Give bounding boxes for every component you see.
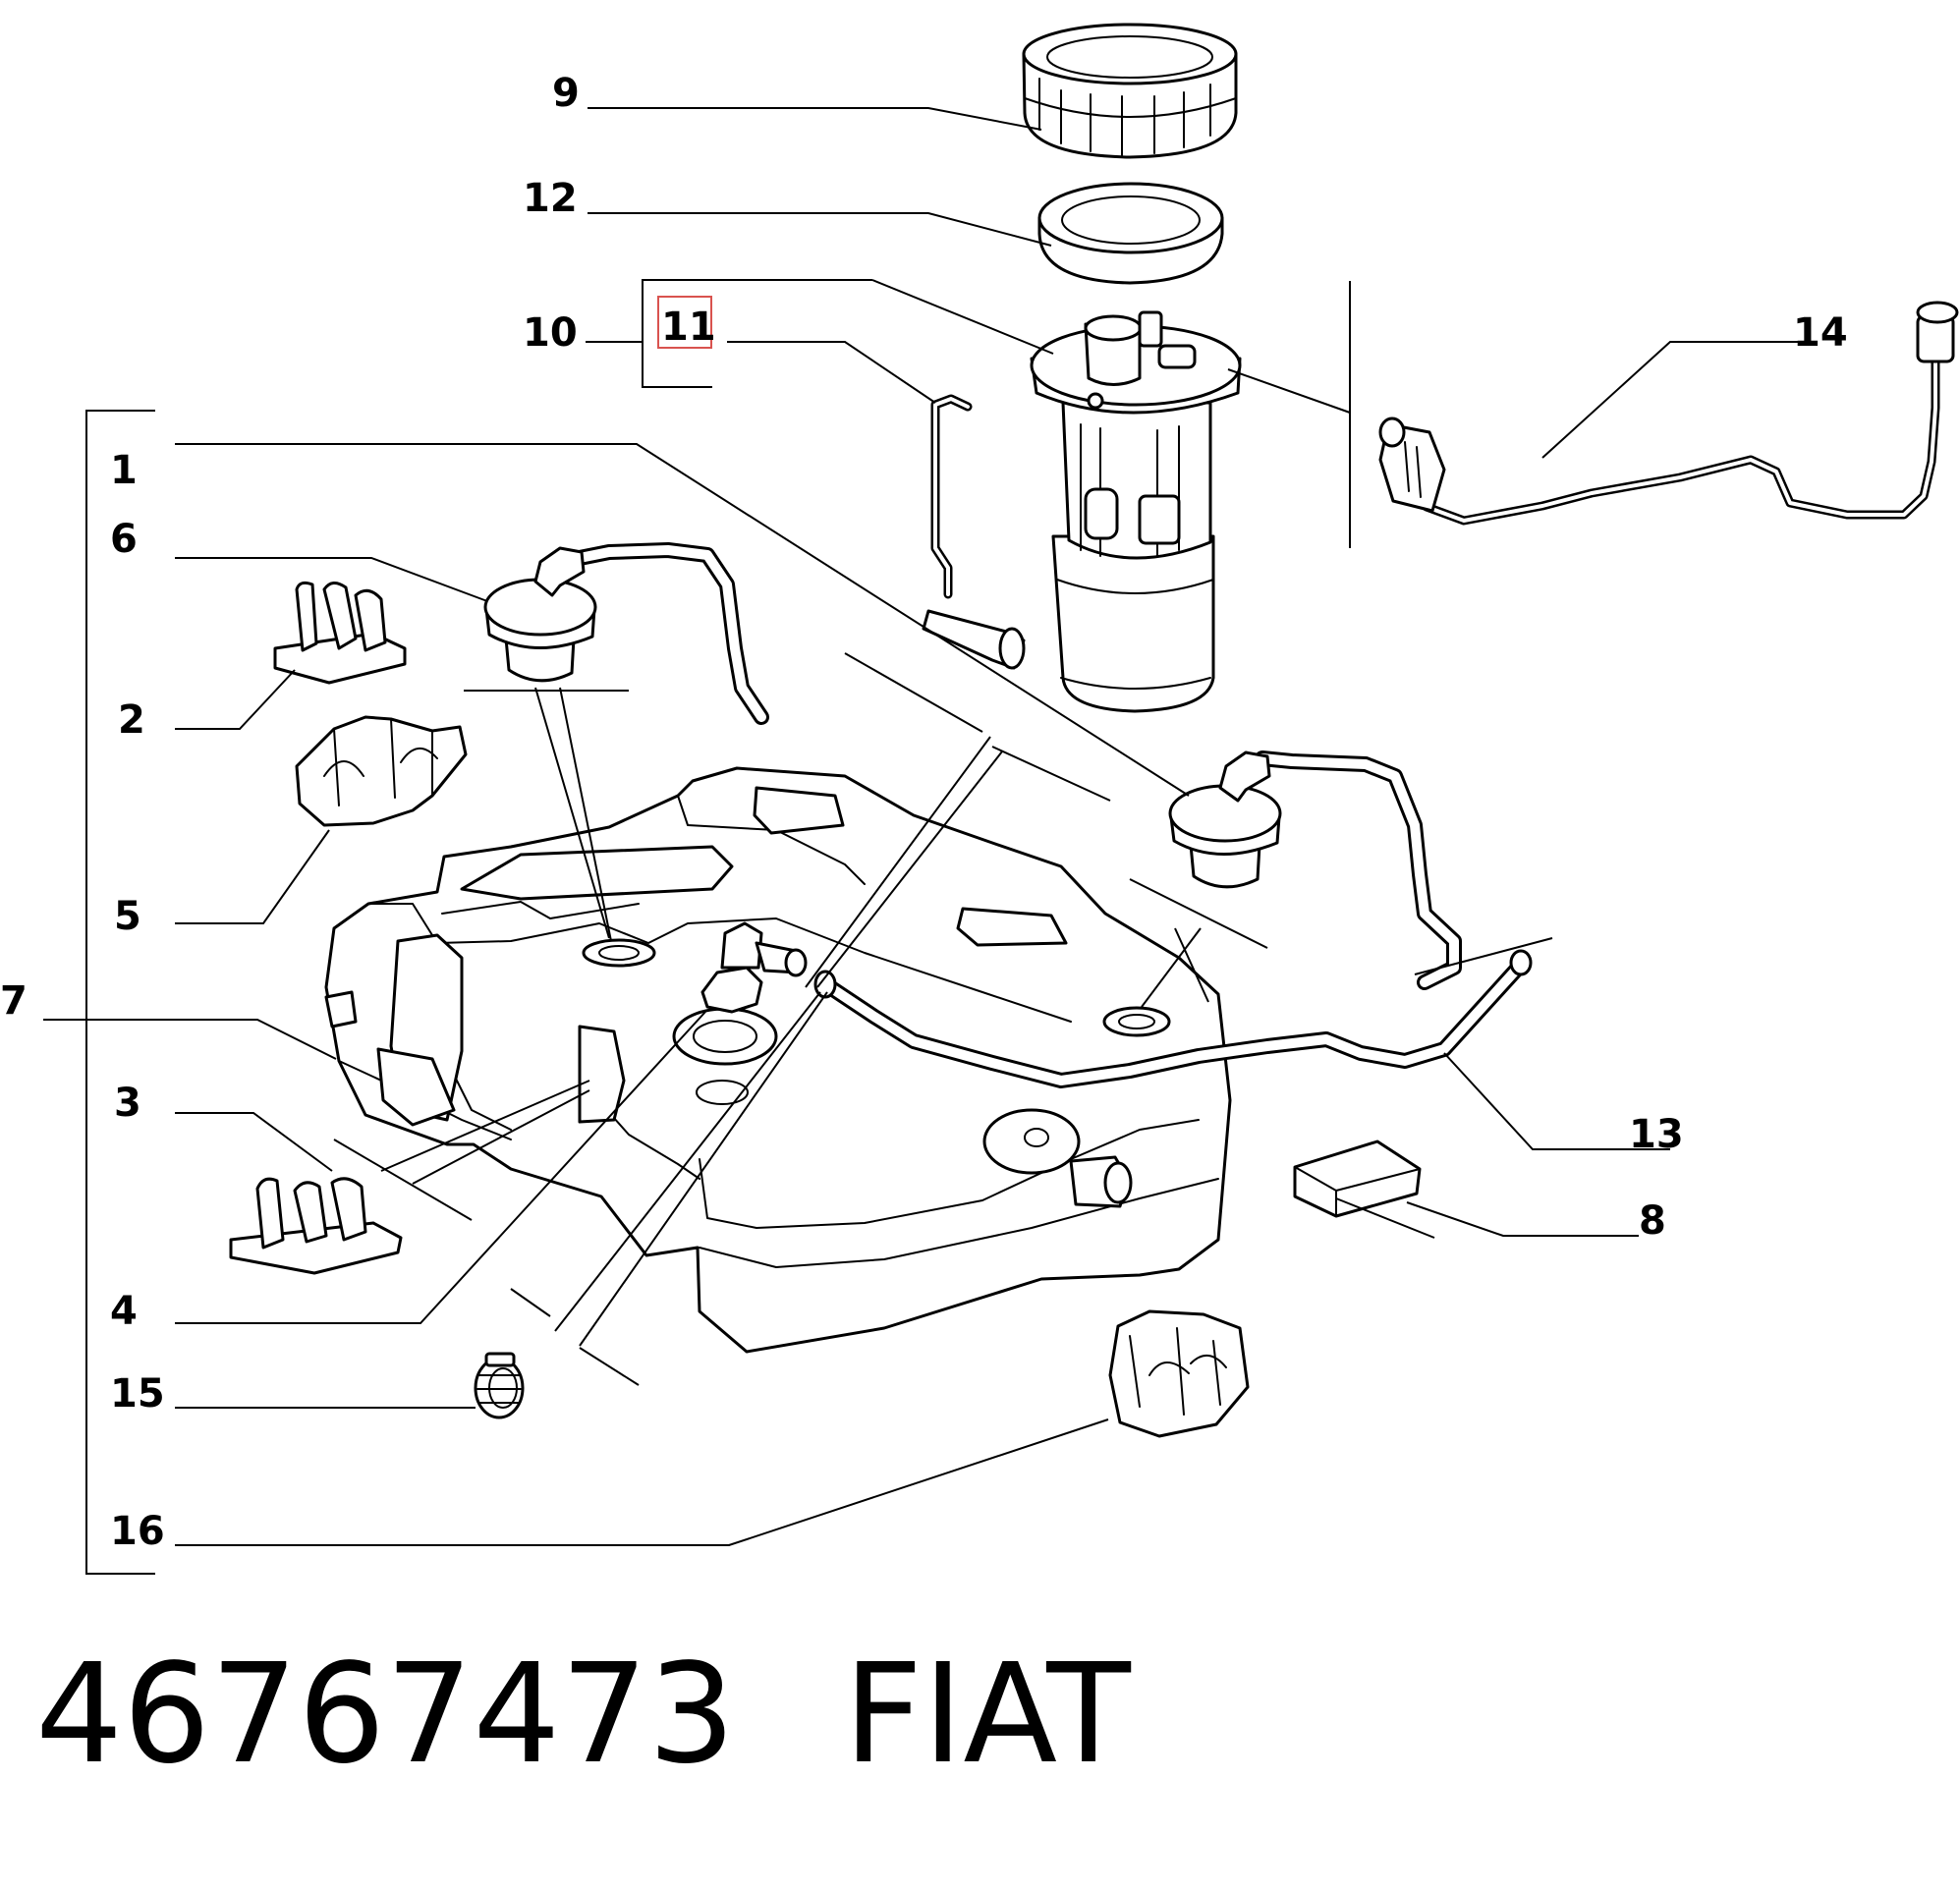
guide-ticks xyxy=(333,652,1553,1386)
part-14-wiring-harness xyxy=(1378,301,1959,526)
part-5-double-clip xyxy=(295,715,468,827)
leader-tank-a xyxy=(534,687,610,939)
leader-1 xyxy=(175,443,1190,797)
part-number: 46767473 xyxy=(35,1635,736,1795)
callout-11-highlight xyxy=(657,296,712,349)
leader-7 xyxy=(43,1019,337,1060)
part-15-hose-clamp xyxy=(474,1352,525,1419)
part-6-rollover-valve xyxy=(483,542,769,725)
callout-8: 8 xyxy=(1639,1198,1666,1244)
leader-14 xyxy=(1541,341,1808,459)
callout-16: 16 xyxy=(110,1509,165,1554)
leader-tank-d xyxy=(1141,927,1202,1008)
callout-13: 13 xyxy=(1629,1112,1684,1157)
callout-4: 4 xyxy=(110,1289,138,1334)
group-bracket-left xyxy=(85,410,155,1575)
leader-11 xyxy=(727,341,936,404)
callout-1: 1 xyxy=(110,448,138,493)
leader-9 xyxy=(588,107,1042,131)
leader-valve-a xyxy=(805,736,991,988)
callout-2: 2 xyxy=(118,697,145,743)
leader-16 xyxy=(175,1418,1109,1546)
part-12-seal xyxy=(1037,182,1224,285)
leader-13 xyxy=(1443,1052,1670,1150)
callout-15: 15 xyxy=(110,1371,165,1417)
part-8-pad xyxy=(1293,1140,1422,1218)
leader-10 xyxy=(871,279,1054,355)
leader-10b xyxy=(1227,368,1351,414)
leader-valve-b xyxy=(816,750,1003,988)
callout-11: 11 xyxy=(661,305,716,350)
leader-clip-b xyxy=(412,1089,590,1185)
leader-5 xyxy=(175,829,330,924)
part-11-fuel-level-sender xyxy=(922,394,1026,670)
leader-tank-b xyxy=(559,687,612,942)
part-7-fuel-tank xyxy=(324,766,1232,1354)
callout-3: 3 xyxy=(114,1081,141,1126)
callout-labels: 9 12 10 11 14 1 6 2 5 7 3 4 15 16 13 8 xyxy=(0,71,1848,1554)
part-4-vent-valve xyxy=(700,921,808,1014)
leader-4 xyxy=(175,1011,706,1324)
callout-14: 14 xyxy=(1793,310,1848,356)
callout-9: 9 xyxy=(552,71,580,116)
callout-6: 6 xyxy=(110,517,138,562)
brand-name: FIAT xyxy=(843,1635,1131,1795)
leader-pipe-a xyxy=(554,991,821,1332)
leader-pipe-b xyxy=(579,991,828,1347)
part-3-clip xyxy=(229,1177,403,1275)
leader-lines xyxy=(43,107,1808,1546)
callout-12: 12 xyxy=(523,176,578,221)
leader-6 xyxy=(175,557,488,602)
leader-3 xyxy=(175,1112,333,1172)
callout-10: 10 xyxy=(523,310,578,356)
leader-2 xyxy=(175,669,296,730)
leader-12 xyxy=(588,212,1052,247)
part-13-filler-pipe xyxy=(813,949,1533,1088)
part-9-lock-ring xyxy=(1022,23,1238,159)
part-10-fuel-pump-module xyxy=(1030,310,1242,713)
leader-tank-c xyxy=(1174,927,1209,1003)
leader-8 xyxy=(1406,1201,1639,1237)
leader-clip-a xyxy=(380,1080,590,1172)
part-2-clip xyxy=(273,581,407,685)
group-bracket-pump xyxy=(642,279,872,388)
part-1-rollover-valve xyxy=(1168,750,1462,990)
callout-7: 7 xyxy=(0,978,28,1024)
part-16-bracket xyxy=(1108,1309,1250,1438)
callout-5: 5 xyxy=(114,894,141,939)
